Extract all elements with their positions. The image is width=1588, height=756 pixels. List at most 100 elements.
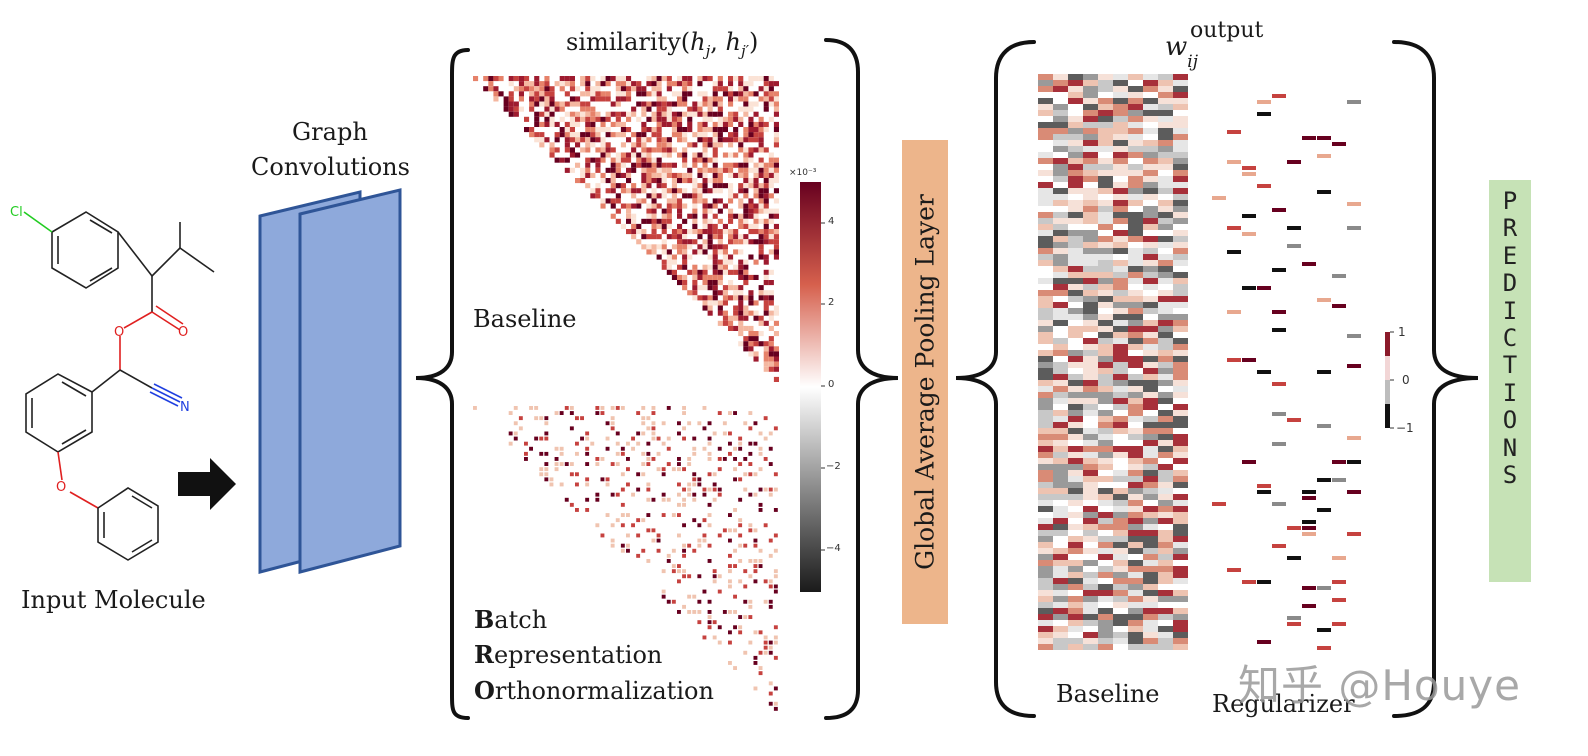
similarity-cell — [529, 96, 535, 102]
similarity-cell — [692, 142, 698, 148]
similarity-cell — [738, 533, 743, 538]
similarity-cell — [717, 300, 723, 306]
weight-cell — [1098, 104, 1113, 110]
similarity-cell — [661, 101, 667, 107]
weight-cell — [1143, 362, 1158, 368]
similarity-cell — [758, 254, 764, 260]
similarity-cell — [544, 421, 549, 426]
weight-cell — [1083, 218, 1098, 224]
similarity-cell — [559, 86, 565, 92]
weight-cell — [1098, 374, 1113, 380]
similarity-cell — [575, 86, 581, 92]
weight-cell — [1173, 518, 1188, 524]
weight-cell — [1038, 110, 1053, 116]
similarity-cell — [733, 269, 739, 275]
similarity-cell — [631, 223, 637, 229]
similarity-cell — [620, 223, 626, 229]
similarity-cell — [539, 137, 545, 143]
similarity-cell — [722, 229, 728, 235]
weight-cell — [1143, 98, 1158, 104]
similarity-cell — [773, 655, 778, 660]
similarity-cell — [728, 188, 734, 194]
weight-cell — [1173, 74, 1188, 80]
similarity-cell — [569, 121, 575, 127]
similarity-cell — [702, 300, 708, 306]
similarity-cell — [748, 91, 754, 97]
similarity-cell — [677, 462, 681, 466]
similarity-cell — [677, 502, 681, 507]
weight-cell — [1053, 248, 1068, 254]
similarity-cell — [661, 472, 666, 477]
weight-cell — [1143, 338, 1158, 344]
similarity-cell — [682, 264, 688, 270]
similarity-cell — [620, 127, 626, 133]
similarity-cell — [753, 300, 759, 306]
similarity-cell — [677, 249, 683, 255]
weight-cell — [1083, 482, 1098, 488]
similarity-cell — [687, 229, 693, 235]
similarity-cell — [763, 487, 768, 492]
similarity-cell — [763, 188, 769, 194]
weight-cell — [1347, 202, 1361, 206]
similarity-cell — [768, 213, 774, 219]
similarity-cell — [600, 137, 606, 143]
weight-cell — [1173, 416, 1188, 422]
weight-cell — [1173, 152, 1188, 158]
similarity-cell — [682, 497, 686, 502]
weight-cell — [1053, 320, 1068, 326]
weight-cell — [1068, 122, 1083, 128]
similarity-cell — [743, 162, 749, 168]
similarity-cell — [564, 132, 570, 138]
similarity-cell — [702, 96, 708, 102]
similarity-cell — [682, 487, 686, 492]
weight-cell — [1143, 428, 1158, 434]
similarity-cell — [661, 589, 666, 594]
weight-cell — [1053, 110, 1068, 116]
similarity-cell — [738, 188, 744, 194]
similarity-cell — [620, 487, 625, 492]
similarity-cell — [773, 331, 779, 337]
similarity-cell — [636, 223, 642, 229]
weight-cell — [1128, 188, 1143, 194]
similarity-cell — [717, 589, 722, 594]
weight-cell — [1068, 380, 1083, 386]
similarity-cell — [661, 244, 667, 250]
bro-label-line3: Orthonormalization — [474, 676, 714, 705]
similarity-cell — [513, 101, 519, 107]
weight-cell — [1038, 266, 1053, 272]
similarity-cell — [768, 290, 774, 296]
weight-cell — [1113, 254, 1128, 260]
weight-cell — [1113, 260, 1128, 266]
similarity-cell — [651, 198, 657, 204]
similarity-cell — [610, 157, 616, 163]
similarity-cell — [717, 467, 722, 472]
similarity-cell — [549, 111, 555, 117]
similarity-cell — [646, 426, 651, 431]
similarity-cell — [707, 625, 712, 630]
similarity-cell — [733, 594, 737, 599]
similarity-cell — [534, 96, 540, 102]
weight-cell — [1053, 266, 1068, 272]
weight-cell — [1272, 412, 1286, 416]
weight-cell — [1038, 230, 1053, 236]
similarity-cell — [768, 366, 774, 372]
similarity-cell — [768, 492, 773, 497]
weight-cell — [1038, 296, 1053, 302]
weight-cell — [1053, 596, 1068, 602]
weight-cell — [1083, 560, 1098, 566]
similarity-cell — [544, 121, 550, 127]
weight-cell — [1143, 410, 1158, 416]
similarity-cell — [671, 127, 677, 133]
similarity-cell — [651, 426, 656, 431]
weight-cell — [1128, 296, 1143, 302]
similarity-cell — [707, 137, 713, 143]
similarity-cell — [733, 467, 737, 472]
similarity-cell — [605, 152, 611, 158]
similarity-cell — [671, 269, 677, 275]
similarity-cell — [728, 451, 732, 456]
weight-cell — [1143, 254, 1158, 260]
similarity-cell — [595, 497, 600, 502]
similarity-cell — [595, 81, 601, 87]
similarity-cell — [687, 492, 692, 497]
similarity-cell — [661, 183, 667, 189]
